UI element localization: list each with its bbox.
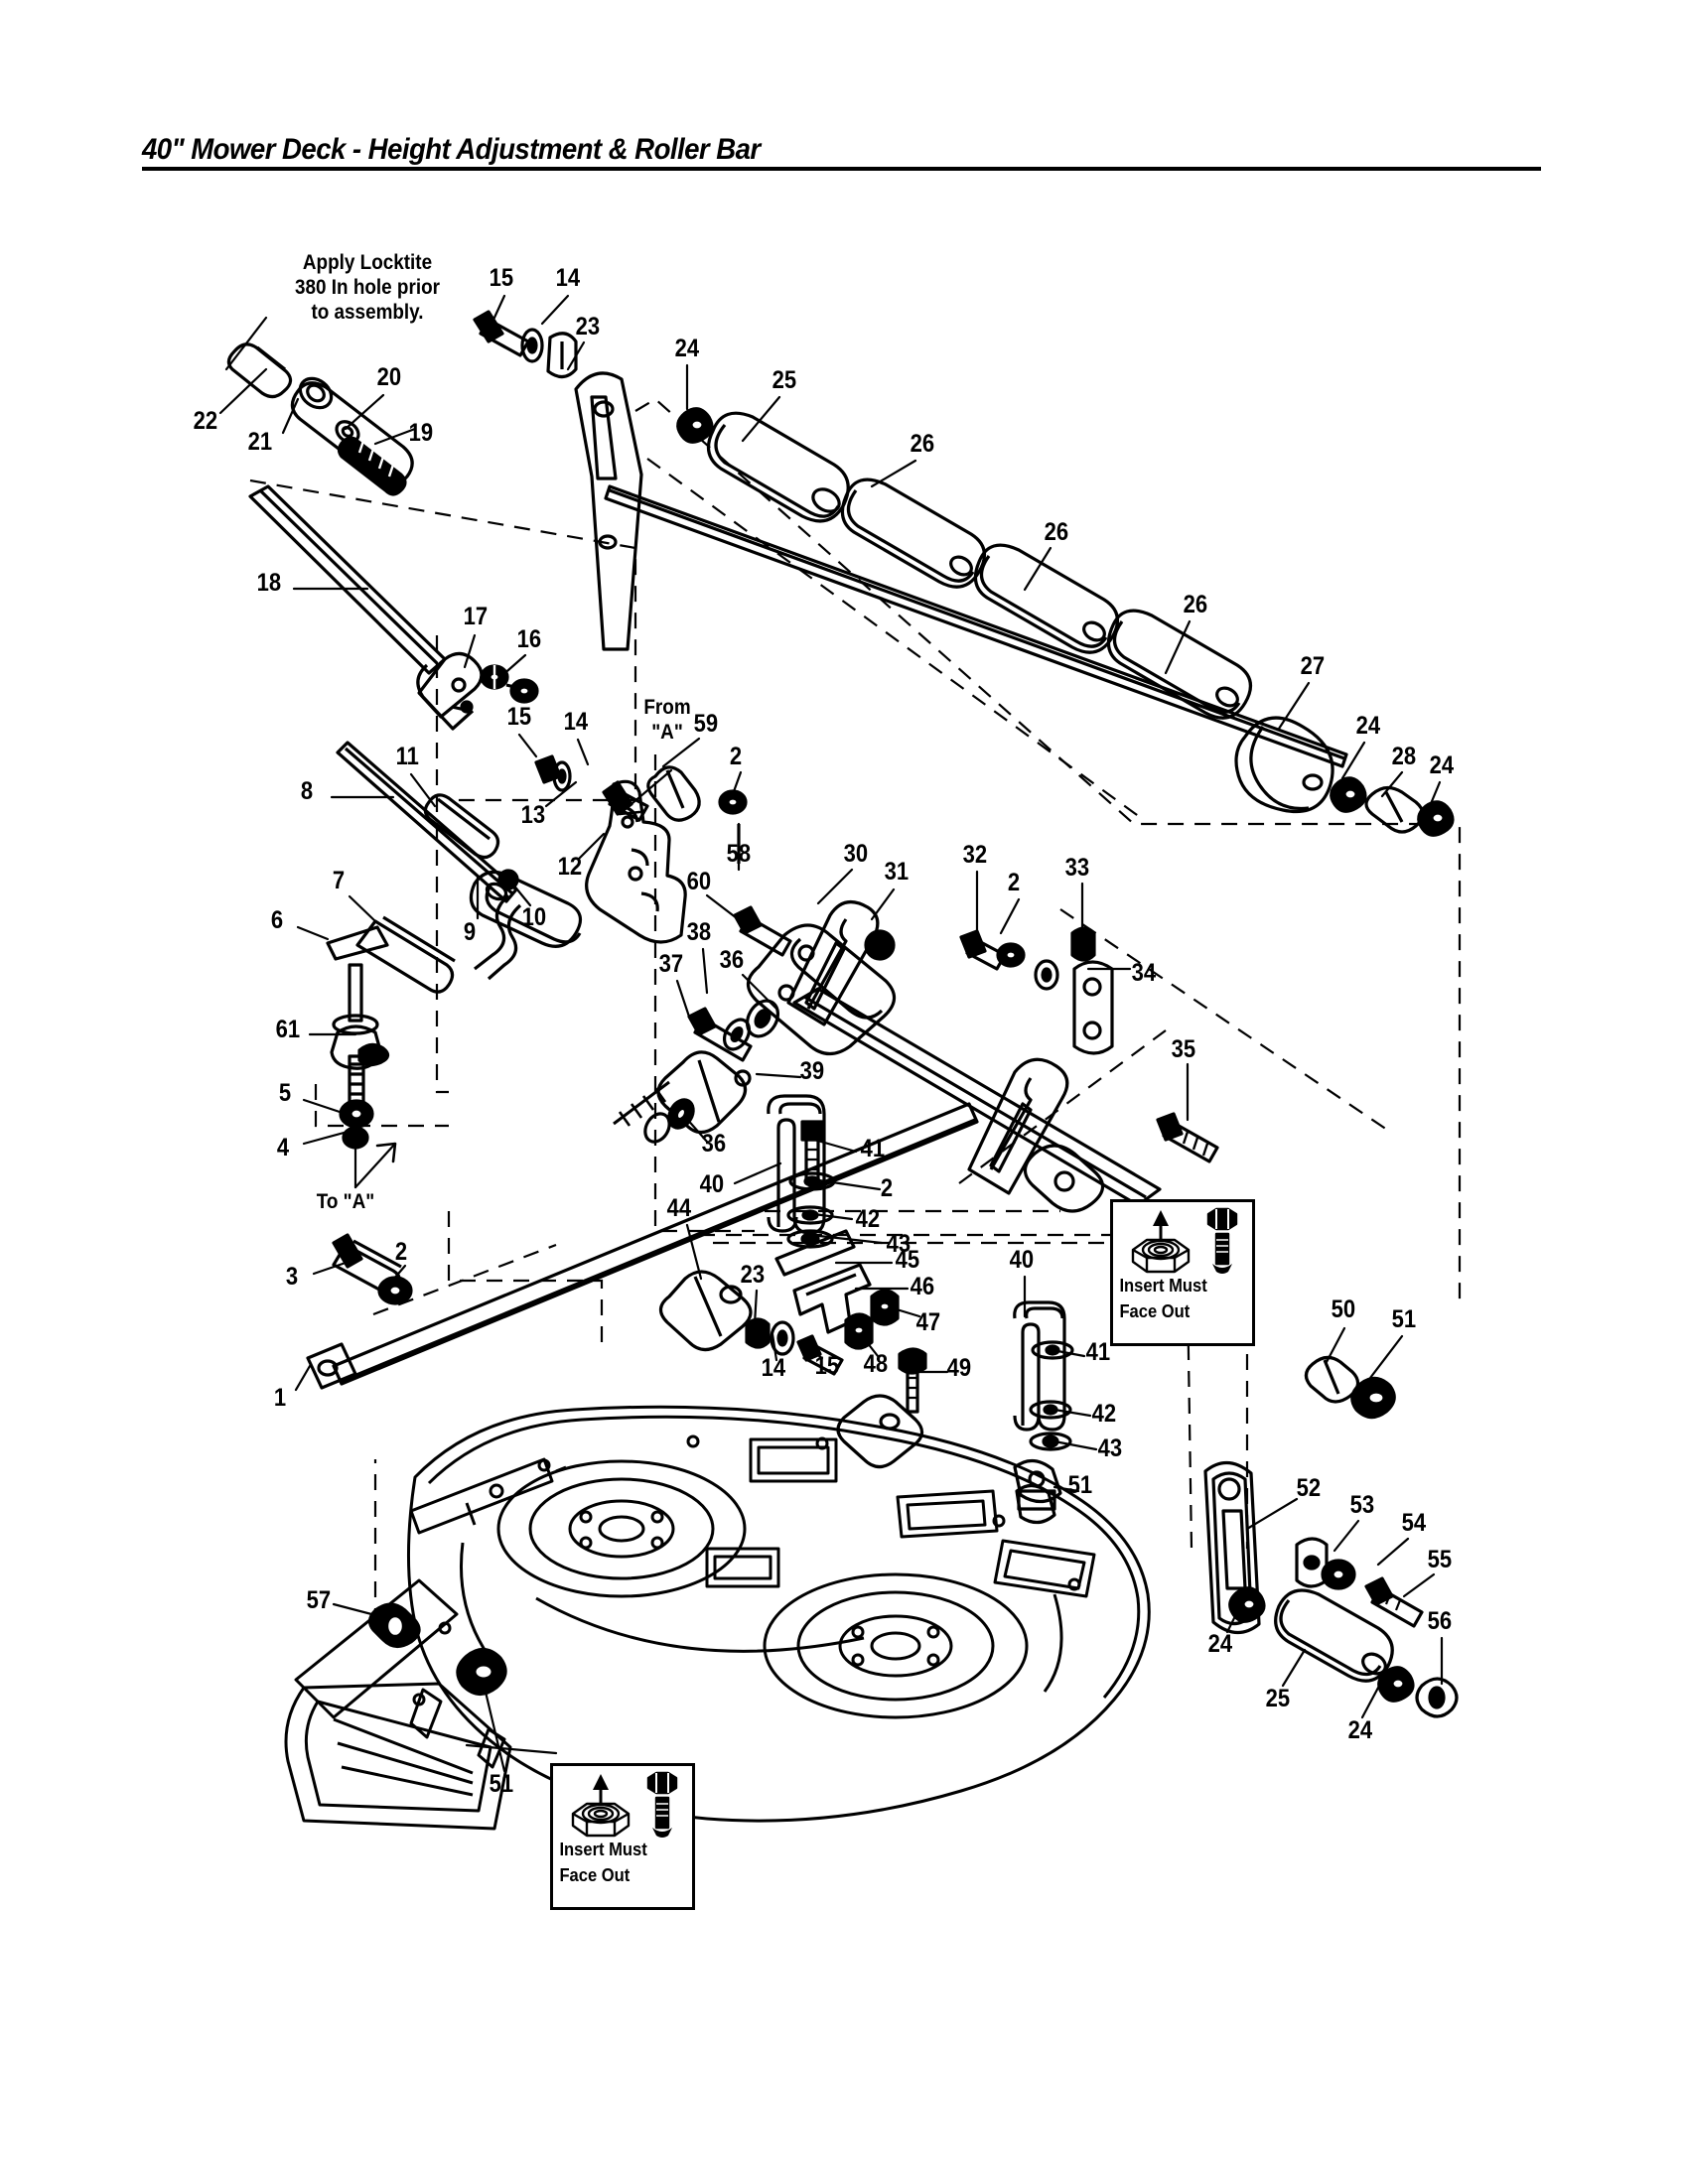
part-number-61: 61	[275, 1016, 301, 1043]
part-number-14: 14	[761, 1354, 786, 1382]
part-number-40: 40	[1009, 1246, 1035, 1274]
part-number-1: 1	[273, 1384, 287, 1412]
part-number-25: 25	[1265, 1685, 1291, 1712]
part-number-27: 27	[1300, 652, 1326, 680]
part-number-36: 36	[701, 1130, 727, 1158]
part-number-35: 35	[1171, 1035, 1196, 1063]
part-number-38: 38	[686, 918, 712, 946]
part-number-2: 2	[880, 1174, 894, 1202]
note-to-a: To "A"	[316, 1190, 375, 1213]
part-number-15: 15	[489, 264, 514, 292]
title-divider	[142, 167, 1541, 171]
part-number-14: 14	[563, 708, 589, 736]
part-number-41: 41	[860, 1135, 886, 1162]
part-number-51: 51	[1391, 1305, 1417, 1333]
part-number-49: 49	[946, 1354, 972, 1382]
part-number-51: 51	[489, 1770, 514, 1798]
part-number-59: 59	[693, 710, 719, 738]
part-number-11: 11	[395, 743, 419, 770]
part-number-21: 21	[247, 428, 273, 456]
part-number-56: 56	[1427, 1607, 1453, 1635]
part-number-26: 26	[1044, 518, 1069, 546]
part-number-26: 26	[910, 430, 935, 458]
part-number-3: 3	[285, 1263, 299, 1291]
part-number-24: 24	[1429, 751, 1455, 779]
part-number-14: 14	[555, 264, 581, 292]
part-number-24: 24	[674, 335, 700, 362]
part-number-13: 13	[520, 801, 546, 829]
part-number-23: 23	[740, 1261, 766, 1289]
part-number-33: 33	[1064, 854, 1090, 882]
part-number-8: 8	[300, 777, 314, 805]
part-number-24: 24	[1355, 712, 1381, 740]
part-number-36: 36	[719, 946, 745, 974]
part-number-31: 31	[884, 858, 910, 886]
part-number-12: 12	[557, 853, 583, 881]
part-number-7: 7	[332, 867, 346, 894]
imfo-label-line1-upper: Insert Must	[1119, 1276, 1207, 1296]
part-number-16: 16	[516, 625, 542, 653]
part-number-25: 25	[772, 366, 797, 394]
part-number-26: 26	[1183, 591, 1208, 618]
part-number-60: 60	[686, 868, 712, 895]
part-number-43: 43	[886, 1230, 912, 1258]
imfo-art-lower	[553, 1766, 692, 1840]
part-number-2: 2	[729, 743, 743, 770]
insert-must-face-out-box-upper: Insert Must Face Out	[1110, 1199, 1255, 1346]
part-number-42: 42	[855, 1205, 881, 1233]
part-number-2: 2	[394, 1238, 408, 1266]
part-number-6: 6	[270, 906, 284, 934]
part-number-44: 44	[666, 1194, 692, 1222]
part-number-48: 48	[863, 1350, 889, 1378]
part-number-53: 53	[1349, 1491, 1375, 1519]
part-number-19: 19	[408, 419, 434, 447]
part-number-57: 57	[306, 1586, 332, 1614]
note-apply-locktite: Apply Locktite 380 In hole prior to asse…	[295, 251, 440, 324]
part-number-28: 28	[1391, 743, 1417, 770]
part-number-51: 51	[1067, 1471, 1093, 1499]
part-number-37: 37	[658, 950, 684, 978]
imfo-art-upper	[1113, 1202, 1252, 1276]
part-number-58: 58	[726, 840, 752, 868]
part-number-2: 2	[1007, 869, 1021, 896]
part-number-41: 41	[1085, 1338, 1111, 1366]
part-number-42: 42	[1091, 1400, 1117, 1428]
part-number-24: 24	[1207, 1630, 1233, 1658]
insert-must-face-out-box-lower: Insert Must Face Out	[550, 1763, 695, 1910]
part-number-39: 39	[799, 1057, 825, 1085]
page-title: 40" Mower Deck - Height Adjustment & Rol…	[142, 133, 761, 166]
part-number-18: 18	[256, 569, 282, 597]
part-number-55: 55	[1427, 1546, 1453, 1573]
part-number-40: 40	[699, 1170, 725, 1198]
part-number-54: 54	[1401, 1509, 1427, 1537]
imfo-label-line2-lower: Face Out	[559, 1865, 631, 1885]
part-number-47: 47	[915, 1308, 941, 1336]
part-number-17: 17	[463, 603, 489, 630]
part-number-15: 15	[814, 1352, 840, 1380]
part-number-10: 10	[521, 903, 547, 931]
part-number-5: 5	[278, 1079, 292, 1107]
part-number-23: 23	[575, 313, 601, 341]
part-number-22: 22	[193, 407, 218, 435]
part-number-34: 34	[1131, 959, 1157, 987]
note-from-a: From "A"	[643, 696, 691, 744]
part-number-24: 24	[1347, 1716, 1373, 1744]
part-number-9: 9	[463, 918, 477, 946]
imfo-label-line2-upper: Face Out	[1119, 1301, 1191, 1321]
part-number-4: 4	[276, 1134, 290, 1161]
imfo-label-line1-lower: Insert Must	[559, 1840, 647, 1859]
part-number-45: 45	[895, 1246, 920, 1274]
part-number-15: 15	[506, 703, 532, 731]
part-number-52: 52	[1296, 1474, 1322, 1502]
part-number-32: 32	[962, 841, 988, 869]
part-number-50: 50	[1331, 1296, 1356, 1323]
part-number-20: 20	[376, 363, 402, 391]
part-number-43: 43	[1097, 1434, 1123, 1462]
part-number-30: 30	[843, 840, 869, 868]
part-number-46: 46	[910, 1273, 935, 1300]
